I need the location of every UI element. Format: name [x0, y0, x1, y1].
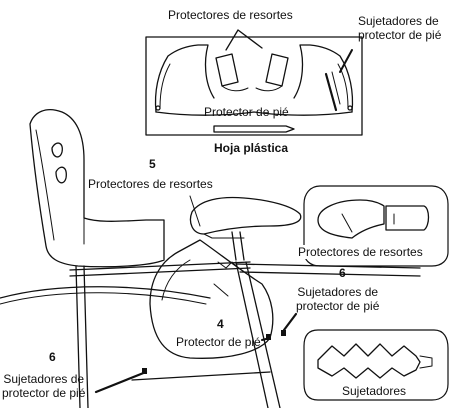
right-foot-protector-piece	[293, 44, 354, 113]
inset-spring-protectors-label: Protectores de resortes	[298, 245, 423, 259]
plastic-sheet-outline	[145, 36, 363, 136]
step-leaders	[94, 195, 298, 394]
step6-left-label: Sujetadores de protector de pié	[2, 372, 86, 400]
step5-number: 5	[149, 157, 156, 171]
plastic-sheet-panel	[145, 29, 363, 136]
sheet-fastener-bottom	[213, 125, 295, 133]
rear-wheel	[0, 286, 211, 299]
step6-right-number: 6	[339, 266, 346, 280]
inset-spring-protectors	[303, 185, 449, 267]
seat-vent-upper	[51, 142, 63, 158]
leader-top-spring-right	[237, 29, 263, 49]
seat-post	[231, 231, 237, 261]
bicycle-frame	[0, 196, 421, 408]
sheet-fastener-right	[324, 72, 338, 112]
chain-stay	[131, 371, 271, 381]
spring-protector-piece-right	[265, 53, 289, 87]
label-top-spring-protectors: Protectores de resortes	[168, 8, 293, 22]
step6-left-number: 6	[49, 350, 56, 364]
seat-vent-lower	[55, 166, 67, 184]
fastener-zip-tie	[317, 343, 421, 379]
step4-number: 4	[217, 317, 224, 331]
label-plastic-sheet: Hoja plástica	[214, 141, 289, 155]
rack-strut	[75, 265, 81, 408]
spring-protector-shape	[317, 199, 385, 239]
label-top-fasteners: Sujetadores de protector de pié	[358, 14, 442, 42]
left-foot-protector-piece	[154, 44, 215, 113]
leader-top-spring-left	[225, 29, 239, 51]
spring-protector-piece-left	[215, 53, 239, 87]
inset-fasteners-frame	[303, 329, 449, 401]
inset-spring-frame	[303, 185, 449, 267]
leader-top-fasteners	[339, 49, 353, 73]
foot-protector-shield	[149, 239, 274, 359]
leader-step6-right	[282, 312, 298, 332]
label-top-foot-protector: Protector de pié	[204, 105, 289, 119]
seat-shell	[29, 109, 165, 268]
leader-step5	[189, 195, 201, 227]
foot-protector-strip	[155, 111, 353, 116]
step4-label: Protector de pié	[176, 335, 261, 349]
child-seat	[29, 109, 165, 268]
saddle	[189, 196, 302, 235]
inset-fasteners	[303, 329, 449, 401]
step6-right-label: Sujetadores de protector de pié	[296, 285, 380, 313]
seat-tube	[235, 261, 269, 408]
spring-protector-tab	[385, 205, 430, 231]
inset-fasteners-label: Sujetadores	[342, 384, 407, 398]
leader-step6-left	[94, 370, 148, 394]
mounted-foot-protector	[149, 239, 274, 359]
step5-label: Protectores de resortes	[88, 177, 213, 191]
